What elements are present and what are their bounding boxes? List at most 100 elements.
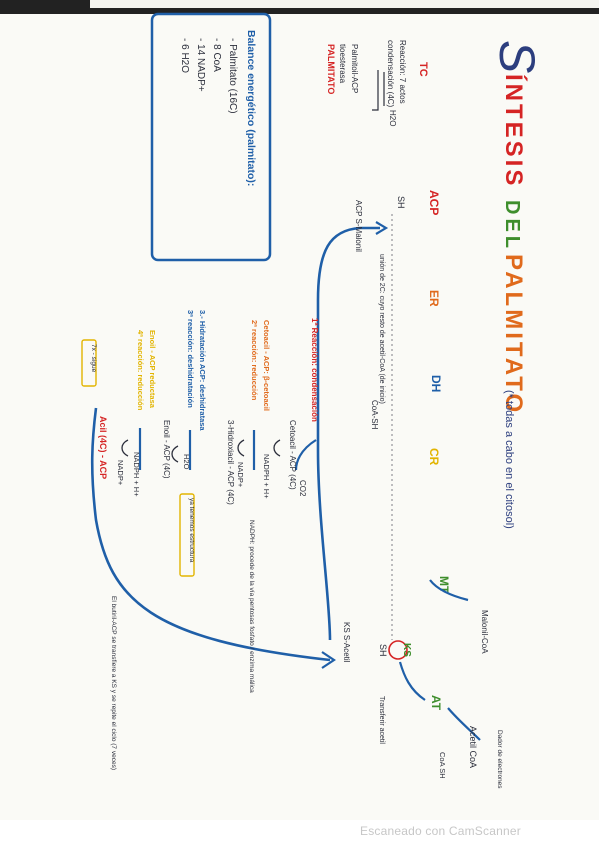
co2-label: CO2 — [298, 480, 307, 497]
tc-line-3: Palmitoil-ACP — [350, 44, 359, 93]
scan-edge-paper — [90, 0, 599, 8]
balance-text: Balance energético (palmitato): - Palmit… — [179, 30, 257, 186]
svg-text:DH: DH — [429, 375, 443, 392]
svg-text:NADPH: procede de la vía pento: NADPH: procede de la vía pentosas fosfat… — [248, 520, 255, 693]
title-del: DEL — [501, 200, 523, 252]
enzyme-ks-sh: SH — [378, 644, 388, 657]
note-7-box — [81, 339, 97, 387]
yellow-note-box — [179, 493, 195, 577]
svg-text:KS S-Acetil: KS S-Acetil — [342, 622, 351, 663]
svg-text:SH: SH — [378, 644, 388, 657]
balance-box — [150, 12, 272, 262]
svg-text:H2O: H2O — [182, 454, 191, 470]
tc-lines-2: Palmitoil-ACP tioesterasa PALMITATO — [326, 44, 359, 94]
svg-text:NADPH + H+: NADPH + H+ — [262, 454, 271, 499]
svg-text:NADP+: NADP+ — [116, 460, 125, 486]
svg-text:ya tenemos estructura: ya tenemos estructura — [188, 498, 195, 563]
main-loop-arrow — [316, 226, 380, 641]
tc-block: TC — [417, 62, 429, 77]
title: S ÍNTESIS DEL PALMITATO (* todas a cabo … — [489, 40, 545, 529]
cetoacil-label: Cetoacil - ACP (4C) — [288, 420, 297, 490]
nadph-label: NADPH + H+ — [262, 454, 271, 499]
note-yellow: ya tenemos estructura — [188, 498, 195, 563]
ks-circle — [388, 640, 408, 660]
svg-text:Malonil-CoA: Malonil-CoA — [480, 610, 489, 654]
label-union: unión de 2C: cuyo resto de acetil-CoA (d… — [378, 254, 385, 404]
svg-text:1ª Reacción: condensación: 1ª Reacción: condensación — [310, 318, 319, 422]
label-transferir: Transferir acetil — [378, 696, 385, 744]
tc-line-4: tioesterasa — [338, 44, 347, 84]
at-ks-arrow — [398, 661, 426, 701]
balance-line-1: - Palmitato (16C) — [227, 38, 238, 114]
label-acp-s-malonil: ACP S-Malonil — [354, 200, 363, 252]
svg-text:7x - sigue: 7x - sigue — [90, 344, 97, 373]
enzyme-er: ER — [427, 290, 441, 307]
tc-tag: TC — [417, 62, 429, 77]
loop-text: El butiril-ACP se transfiere a KS y se r… — [110, 596, 117, 770]
condensation-arrow — [294, 439, 317, 471]
title-note: (* todas a cabo en el citosol) — [503, 390, 515, 529]
svg-text:ACP S-Malonil: ACP S-Malonil — [354, 200, 363, 252]
scan-footer — [0, 820, 599, 848]
svg-text:NADPH + H+: NADPH + H+ — [132, 452, 141, 497]
tc-palmitato: PALMITATO — [326, 44, 336, 94]
svg-text:3.- Hidratación ACP: deshidrat: 3.- Hidratación ACP: deshidratasa — [198, 310, 207, 431]
nadp-label: NADP+ — [236, 462, 245, 488]
step-2: Cetoacil - ACP: β-cetoacil 2ª reacción: … — [250, 320, 271, 411]
svg-text:CoA-SH: CoA-SH — [370, 400, 379, 430]
svg-text:Cetoacil - ACP (4C): Cetoacil - ACP (4C) — [288, 420, 297, 490]
balance-heading: Balance energético (palmitato): — [245, 30, 257, 186]
step-3: 3.- Hidratación ACP: deshidratasa 3ª rea… — [186, 310, 207, 431]
svg-text:ER: ER — [427, 290, 441, 307]
note-nadph: NADPH: procede de la vía pentosas fosfat… — [248, 520, 255, 693]
step-1: 1ª Reacción: condensación — [310, 318, 319, 422]
svg-text:4ª reacción: reducción: 4ª reacción: reducción — [136, 330, 145, 411]
enzyme-acp-sh: SH — [396, 196, 406, 209]
svg-text:Acil (4C) - ACP: Acil (4C) - ACP — [98, 416, 108, 479]
svg-text:NADP+: NADP+ — [236, 462, 245, 488]
hidroxi-label: 3-Hidroxiacil - ACP (4C) — [226, 420, 235, 505]
nadph2-label: NADPH + H+ — [132, 452, 141, 497]
enoil-label: Enoil - ACP (4C) — [162, 420, 171, 479]
balance-line-3: - 14 NADP+ — [195, 38, 206, 92]
svg-text:ACP: ACP — [427, 190, 441, 215]
balance-line-4: - 6 H2O — [179, 38, 190, 73]
title-big-s: S — [489, 40, 545, 73]
enzyme-acp: ACP — [427, 190, 441, 215]
label-acetil-coa: Acetil CoA — [468, 726, 478, 768]
label-coa-sh-2: CoA SH — [438, 752, 447, 779]
tc-bracket — [372, 70, 379, 111]
svg-text:3-Hidroxiacil - ACP (4C): 3-Hidroxiacil - ACP (4C) — [226, 420, 235, 505]
svg-text:CO2: CO2 — [298, 480, 307, 497]
enzyme-at: AT — [429, 695, 443, 711]
label-dador: Dador de electrones — [496, 730, 503, 789]
acetil-arrow — [447, 707, 481, 741]
h2o-step-label: H2O — [182, 454, 191, 470]
return-loop-arrow — [90, 407, 331, 662]
svg-text:Enoil - ACP reductasa: Enoil - ACP reductasa — [148, 330, 157, 409]
svg-text:CR: CR — [427, 448, 441, 466]
svg-text:Acetil CoA: Acetil CoA — [468, 726, 478, 768]
malonil-arrow — [429, 579, 469, 602]
svg-text:Transferir acetil: Transferir acetil — [378, 696, 385, 744]
butiril-label: Acil (4C) - ACP — [98, 416, 108, 479]
svg-text:Dador de electrones: Dador de electrones — [496, 730, 503, 789]
label-coa-sh: CoA-SH — [370, 400, 379, 430]
step-4: Enoil - ACP reductasa 4ª reacción: reduc… — [136, 330, 157, 411]
svg-text:El butiril-ACP se transfiere a: El butiril-ACP se transfiere a KS y se r… — [110, 596, 117, 770]
label-malonil-coa: Malonil-CoA — [480, 610, 489, 654]
svg-text:Cetoacil - ACP: β-cetoacil: Cetoacil - ACP: β-cetoacil — [262, 320, 271, 411]
svg-text:unión de 2C: cuyo resto de ace: unión de 2C: cuyo resto de acetil-CoA (d… — [378, 254, 385, 404]
tc-h2o: H2O — [388, 110, 397, 126]
svg-text:2ª reacción: reducción: 2ª reacción: reducción — [250, 320, 259, 401]
svg-text:3ª reacción: deshidratación: 3ª reacción: deshidratación — [186, 310, 195, 408]
svg-text:KS: KS — [401, 643, 412, 657]
title-palmitato: PALMITATO — [500, 254, 527, 415]
svg-text:CoA SH: CoA SH — [438, 752, 447, 779]
label-ks-s-acetil: KS S-Acetil — [342, 622, 351, 663]
title-sintesis: ÍNTESIS — [500, 74, 528, 188]
enzyme-ks: KS — [401, 643, 412, 657]
svg-text:Enoil - ACP (4C): Enoil - ACP (4C) — [162, 420, 171, 479]
camscanner-watermark: Escaneado con CamScanner — [360, 824, 521, 838]
